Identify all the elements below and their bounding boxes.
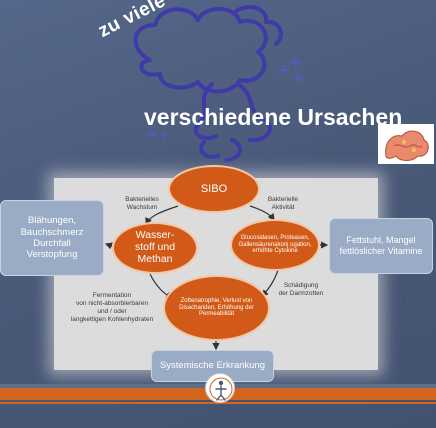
node-villi-atrophy: Zottenatrophie, Verlust von Disachariden… [163, 275, 270, 341]
label-bacterial-growth: Bakterielles Wachstum [125, 196, 159, 212]
node-hydrogen-methane: Wasser- stoff und Methan [112, 222, 198, 274]
logo-icon [205, 373, 235, 403]
box-malabsorption: Fettstuhl, Mangel fettlöslicher Vitamine [329, 218, 433, 274]
footer-stripe-thin [0, 402, 436, 404]
arrow-gas-to-symptoms [104, 242, 113, 250]
sparkle-icon [147, 57, 303, 139]
box-symptoms: Blähungen, Bauchschmerz Durchfall Versto… [0, 200, 104, 276]
intestine-icon [378, 124, 434, 164]
node-sibo: SIBO [168, 165, 260, 213]
label-bacterial-activity: Bakterielle Aktivität [267, 196, 299, 212]
box-systemic-disease: Systemische Erkrankung [151, 350, 274, 382]
arrow-sibo-to-enzymes [249, 205, 275, 221]
node-enzymes: Glucosidasen, Proteasen, Gallensäurenako… [230, 219, 320, 271]
label-villi-damage: Schädigung der Darmzotten [278, 282, 324, 298]
label-fermentation: Fermentation von nicht-absorbierbaren un… [70, 292, 154, 324]
page-title: verschiedene Ursachen [144, 104, 403, 130]
